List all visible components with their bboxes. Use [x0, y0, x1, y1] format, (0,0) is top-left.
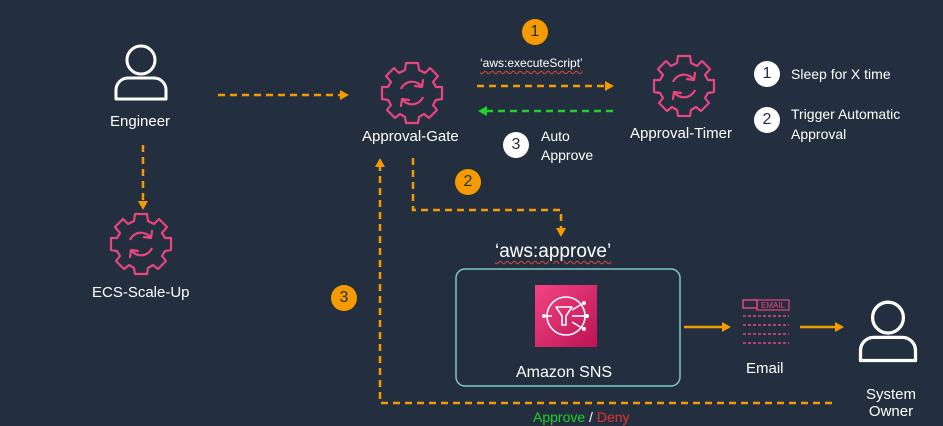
system-owner-label-line2: Owner	[868, 403, 914, 420]
arrow-engineer-to-ecs-scale-up	[138, 145, 148, 210]
system-owner-icon	[858, 300, 918, 363]
timer-step-1-text: Sleep for X time	[791, 66, 891, 82]
approval-timer-label: Approval-Timer	[630, 125, 732, 142]
engineer-label: Engineer	[110, 113, 171, 130]
arrow-sns-to-email	[684, 322, 731, 332]
arrow-engineer-to-approval-gate	[218, 90, 349, 100]
step-badge-1: 1	[522, 19, 548, 45]
timer-step-badge-2: 2	[754, 107, 780, 133]
email-label: Email	[746, 360, 784, 377]
deny-text: Deny	[596, 409, 630, 425]
system-owner-label-line1: System	[865, 386, 916, 403]
approval-gate-gear-icon	[380, 61, 444, 125]
email-icon-text: EMAIL	[761, 301, 786, 310]
amazon-sns-label: Amazon SNS	[516, 364, 613, 381]
slash-text: /	[585, 409, 597, 425]
approve-text: Approve	[533, 409, 586, 425]
system-owner-label: System Owner	[865, 386, 917, 420]
arrow-auto-approve	[478, 106, 613, 116]
step-badge-2: 2	[455, 169, 481, 195]
approve-step-label: ‘aws:approve’	[495, 241, 612, 262]
timer-step-2-line2: Approval	[791, 126, 847, 142]
ecs-scale-up-gear-icon	[109, 212, 173, 276]
arrow-approval-gate-to-approve-step	[411, 158, 566, 237]
execute-script-label: ‘aws:executeScript’	[480, 56, 583, 70]
approval-gate-label: Approval-Gate	[362, 128, 459, 145]
approve-deny-label: Approve / Deny	[533, 409, 630, 425]
sns-container-box	[455, 268, 681, 387]
step-badge-3-approval: 3	[331, 285, 357, 311]
step-badge-3-auto: 3	[503, 132, 529, 158]
auto-approve-line2: Approve	[541, 147, 594, 163]
arrow-execute-script	[477, 81, 614, 91]
engineer-icon	[114, 44, 168, 101]
amazon-sns-icon	[535, 285, 597, 347]
ecs-scale-up-label: ECS-Scale-Up	[92, 284, 190, 301]
approval-timer-gear-icon	[652, 54, 716, 118]
arrow-system-owner-to-approval-gate	[375, 158, 832, 405]
arrow-email-to-system-owner	[800, 322, 844, 332]
auto-approve-label: Auto Approve	[541, 127, 593, 165]
email-icon: EMAIL	[742, 299, 790, 344]
timer-step-2-line1: Trigger Automatic	[791, 106, 901, 122]
timer-step-2-text: Trigger Automatic Approval	[791, 104, 900, 144]
auto-approve-line1: Auto	[541, 128, 570, 144]
timer-step-badge-1: 1	[754, 61, 780, 87]
